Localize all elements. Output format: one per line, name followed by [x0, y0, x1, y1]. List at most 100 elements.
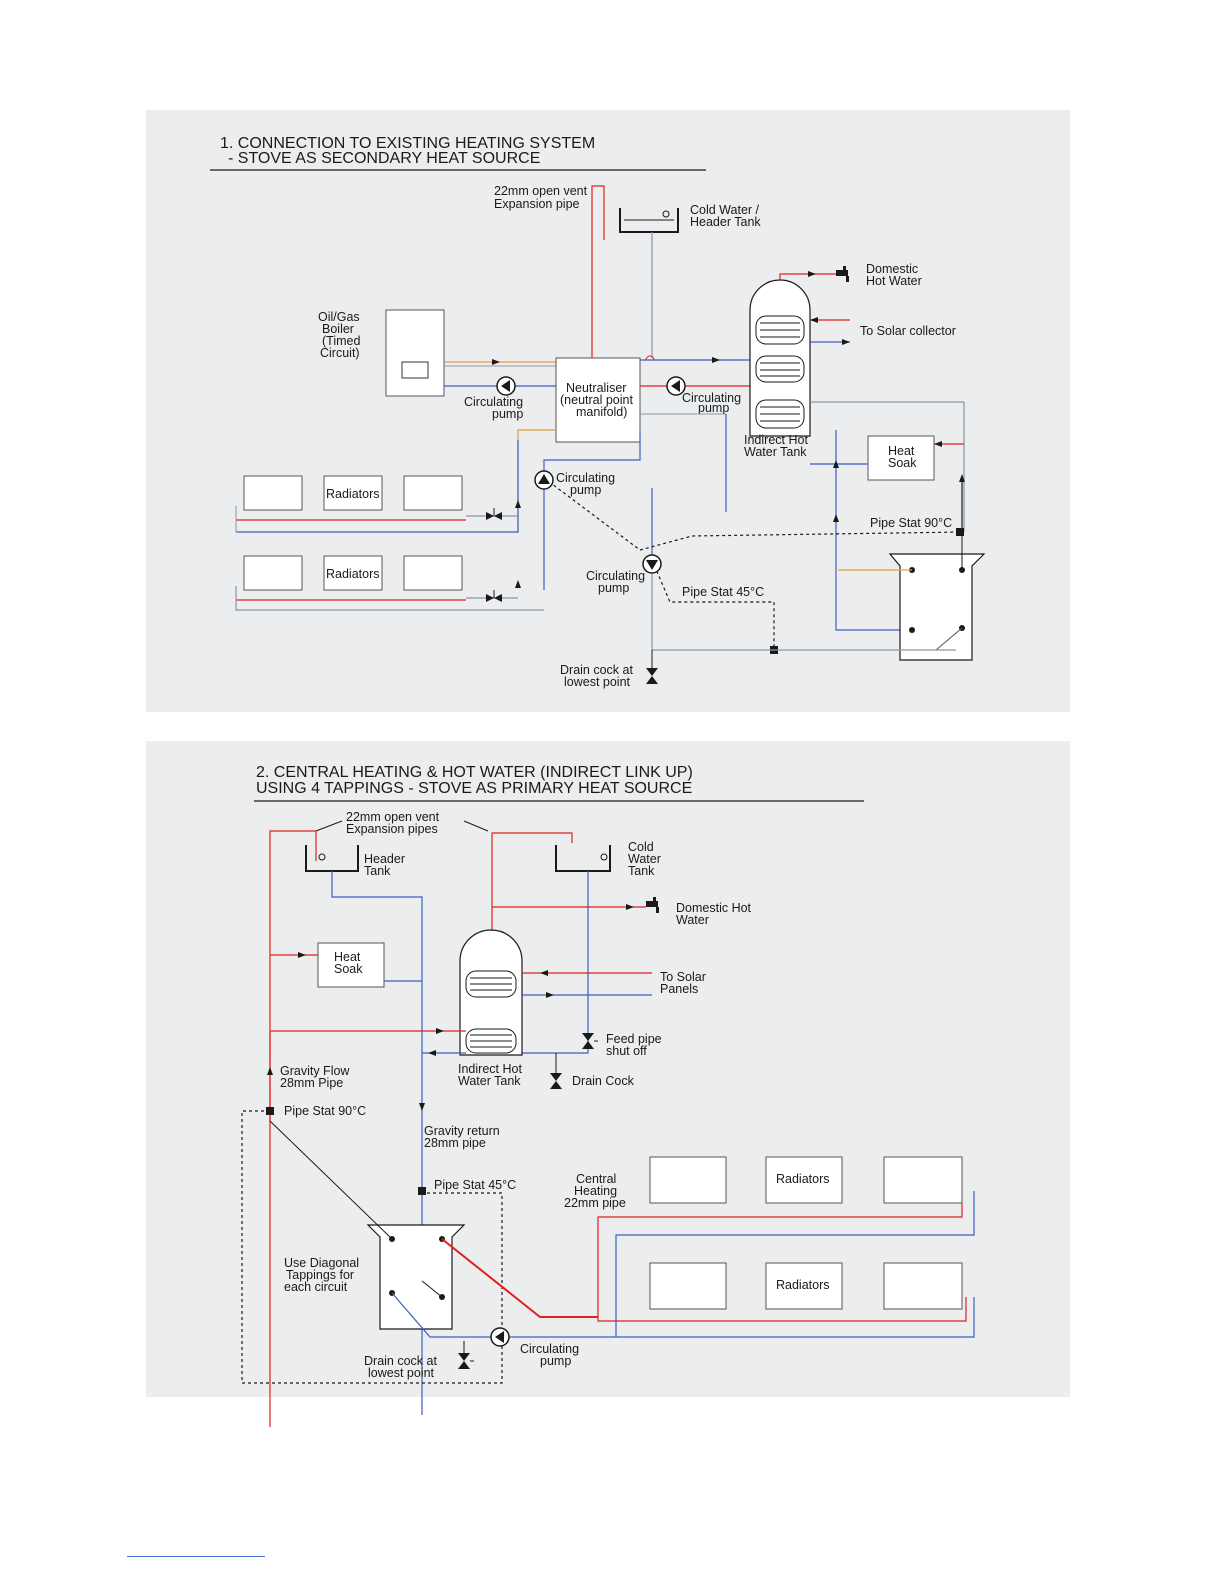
radiator-valve-a-icon [486, 508, 502, 520]
tap-icon [836, 266, 849, 282]
radiators-row-a [243, 475, 463, 511]
boiler-panel-icon [401, 361, 429, 379]
diagram-2-title-line1: 2. CENTRAL HEATING & HOT WATER (INDIRECT… [256, 764, 693, 781]
header-tank [305, 845, 359, 872]
vent-label-1: 22mm open vent [494, 184, 588, 198]
diagram-1-svg: 1. CONNECTION TO EXISTING HEATING SYSTEM… [210, 135, 986, 689]
radiators-2b-label: Radiators [776, 1278, 830, 1292]
cold-tank2-label-1: Cold [628, 840, 654, 854]
stove [888, 553, 986, 661]
diagram-1-title-line1: 1. CONNECTION TO EXISTING HEATING SYSTEM [220, 135, 595, 152]
boiler-label-3: (Timed [322, 334, 360, 348]
neutraliser-label-2: (neutral point [560, 393, 633, 407]
mid-coil-icon [755, 355, 805, 383]
cylinder2-label-1: Indirect Hot [458, 1062, 522, 1076]
heat-soak-label-1: Heat [888, 444, 915, 458]
diagram-1-title-line2: - STOVE AS SECONDARY HEAT SOURCE [228, 150, 540, 167]
neutraliser-label-1: Neutraliser [566, 381, 626, 395]
heat-soak2-label-1: Heat [334, 950, 361, 964]
gravity-flow-label-1: Gravity Flow [280, 1064, 350, 1078]
pump-mid-label-1: Circulating [556, 471, 615, 485]
solar2-label-1: To Solar [660, 970, 706, 984]
pipe-stat-45-2-label: Pipe Stat 45°C [434, 1178, 516, 1192]
drain-cock-3-icon [458, 1353, 474, 1369]
domestic-label-1: Domestic [866, 262, 918, 276]
drain-label-2: lowest point [564, 675, 631, 689]
drain2-label-1: Drain cock at [364, 1354, 437, 1368]
pump-left-label-2: pump [492, 407, 523, 421]
drain-cock-icon [646, 668, 658, 684]
pump2-label-2: pump [540, 1354, 571, 1368]
neutraliser-manifold [555, 357, 641, 443]
cold-tank-label-2: Header Tank [690, 215, 761, 229]
diagram-1-panel: 1. CONNECTION TO EXISTING HEATING SYSTEM… [146, 110, 1070, 712]
float-valve-icon [662, 210, 670, 218]
cylinder-label-2: Water Tank [744, 445, 807, 459]
oil-gas-boiler [385, 309, 445, 397]
pipe-stat-45-2-sensor [418, 1187, 426, 1195]
radiators-2-row-b [649, 1262, 963, 1310]
vent2-label-2: Expansion pipes [346, 822, 438, 836]
solar-coil-icon [755, 315, 805, 345]
diagonal-label-1: Use Diagonal [284, 1256, 359, 1270]
boiler-label-1: Oil/Gas [318, 310, 360, 324]
neutraliser-label-3: manifold) [576, 405, 627, 419]
solar-label: To Solar collector [860, 324, 956, 338]
header-tank-label-2: Tank [364, 864, 391, 878]
drain2-label-2: lowest point [368, 1366, 435, 1380]
boiler-label-4: Circuit) [320, 346, 360, 360]
domestic2-label-1: Domestic Hot [676, 901, 752, 915]
diagonal-label-2: Tappings for [286, 1268, 354, 1282]
pump-right-label-1: Circulating [682, 391, 741, 405]
pump-left-label-1: Circulating [464, 395, 523, 409]
central-heating-label-2: Heating [574, 1184, 617, 1198]
heat-soak [867, 435, 935, 481]
gravity-return-label-2: 28mm pipe [424, 1136, 486, 1150]
feed-label-1: Feed pipe [606, 1032, 662, 1046]
pipe-stat-90-2-label: Pipe Stat 90°C [284, 1104, 366, 1118]
domestic-label-2: Hot Water [866, 274, 922, 288]
indirect-hot-water-tank-2 [459, 929, 523, 1056]
pipe-stat-90-label: Pipe Stat 90°C [870, 516, 952, 530]
radiators-row-b [243, 555, 463, 591]
cold-tank-label-1: Cold Water / [690, 203, 760, 217]
radiators-b-label: Radiators [326, 567, 380, 581]
vent2-label-1: 22mm open vent [346, 810, 440, 824]
cold-tank2-label-2: Water [628, 852, 661, 866]
central-heating-label-1: Central [576, 1172, 616, 1186]
domestic2-label-2: Water [676, 913, 709, 927]
bottom-coil-2-icon [465, 1028, 517, 1054]
cold-water-tank-2 [555, 845, 611, 872]
pipe-stat-90-sensor [956, 528, 964, 536]
pump-low-label-2: pump [598, 581, 629, 595]
solar-coil-2-icon [465, 970, 517, 998]
radiator-valve-b-icon [486, 590, 502, 602]
heat-soak-label-2: Soak [888, 456, 917, 470]
solar2-label-2: Panels [660, 982, 698, 996]
radiators-2a-label: Radiators [776, 1172, 830, 1186]
diagram-2-svg: 2. CENTRAL HEATING & HOT WATER (INDIRECT… [241, 764, 975, 1427]
cold-tank2-label-3: Tank [628, 864, 655, 878]
tap-2-icon [646, 897, 659, 913]
gravity-return-label-1: Gravity return [424, 1124, 500, 1138]
cylinder2-label-2: Water Tank [458, 1074, 521, 1088]
diagonal-label-3: each circuit [284, 1280, 348, 1294]
pump-mid-label-2: pump [570, 483, 601, 497]
stove-2 [366, 1224, 466, 1330]
central-heating-label-3: 22mm pipe [564, 1196, 626, 1210]
cylinder-label-1: Indirect Hot [744, 433, 808, 447]
drain-cock2-label: Drain Cock [572, 1074, 635, 1088]
header-tank-label-1: Header [364, 852, 405, 866]
feed-label-2: shut off [606, 1044, 647, 1058]
pump-right-label-2: pump [698, 401, 729, 415]
expansion-pipe [591, 185, 605, 358]
radiators-2-row-a [649, 1156, 963, 1204]
indirect-hot-water-tank [749, 279, 811, 437]
diagram-2-panel: 2. CENTRAL HEATING & HOT WATER (INDIRECT… [146, 741, 1070, 1427]
pipe-stat-45-label: Pipe Stat 45°C [682, 585, 764, 599]
pump2-label-1: Circulating [520, 1342, 579, 1356]
boiler-label-2: Boiler [322, 322, 354, 336]
heat-soak-2 [317, 942, 385, 988]
drain-cock-2-icon [550, 1073, 562, 1089]
feed-valve-icon [582, 1033, 598, 1049]
